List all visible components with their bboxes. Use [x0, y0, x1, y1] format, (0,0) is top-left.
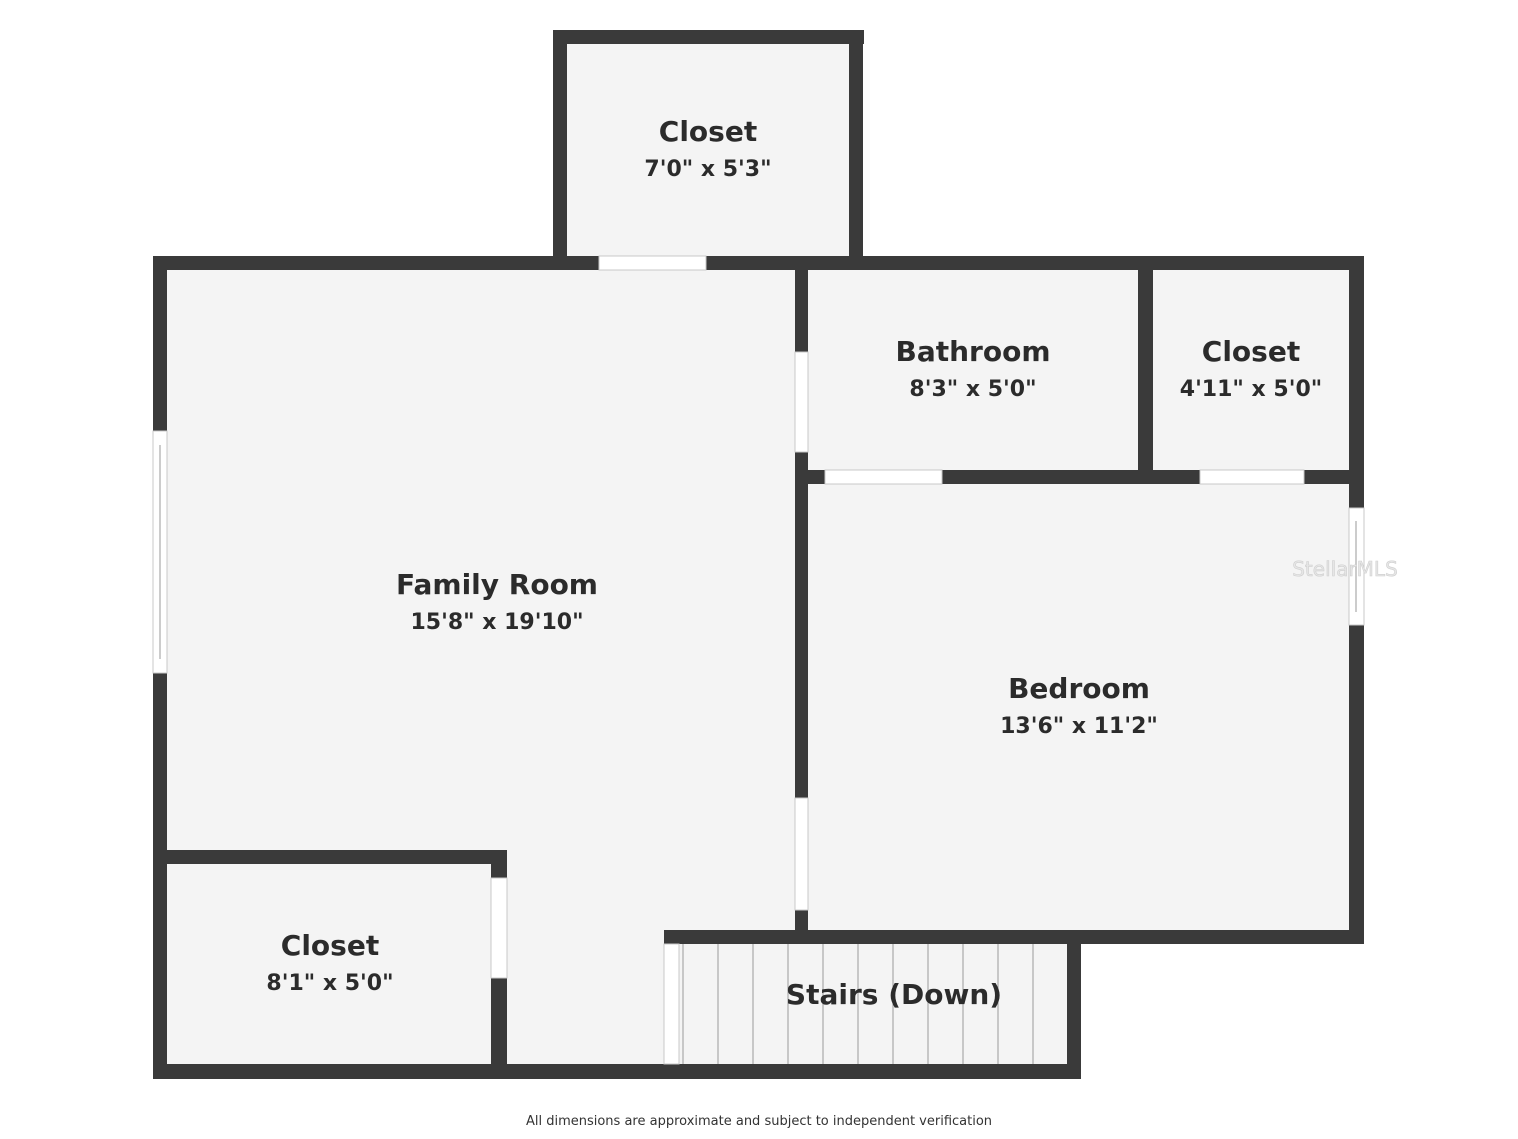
stairs-floor [679, 944, 1067, 1064]
bathroom-dims: 8'3" x 5'0" [909, 377, 1036, 402]
closet-right-floor [1153, 270, 1349, 470]
closet-top-floor [567, 44, 849, 262]
family-room-name: Family Room [396, 568, 598, 601]
wall [849, 30, 863, 270]
wall [1067, 930, 1081, 1079]
wall [153, 256, 1364, 270]
door-opening-closet-top [598, 255, 707, 271]
closet-top-dims: 7'0" x 5'3" [644, 157, 771, 182]
door-opening-bathroom [794, 351, 809, 453]
window-lines [159, 445, 1357, 659]
disclaimer: All dimensions are approximate and subje… [525, 1114, 993, 1129]
wall [664, 930, 1364, 944]
stair-opening [663, 943, 680, 1065]
closet-top-name: Closet [659, 115, 757, 148]
wall [153, 850, 507, 864]
bathroom-name: Bathroom [895, 335, 1050, 368]
door-opening-closet-bottom [490, 877, 508, 979]
floors [167, 44, 1349, 1066]
closet-bottom-dims: 8'1" x 5'0" [266, 971, 393, 996]
door-opening-bathroom-bedroom [824, 469, 943, 485]
closet-bottom-name: Closet [281, 929, 379, 962]
room-labels: Closet 7'0" x 5'3" Bathroom 8'3" x 5'0" … [266, 115, 1398, 1011]
closet-bottom-floor [167, 864, 491, 1064]
wall [553, 30, 567, 270]
bedroom-floor [808, 484, 1349, 930]
closet-right-dims: 4'11" x 5'0" [1180, 377, 1322, 402]
wall [553, 30, 864, 44]
wall [153, 1064, 1081, 1079]
wall [1138, 256, 1153, 484]
stairs-name: Stairs (Down) [786, 978, 1002, 1011]
door-opening-closet-right [1199, 469, 1305, 485]
bedroom-dims: 13'6" x 11'2" [1000, 714, 1158, 739]
closet-right-name: Closet [1202, 335, 1300, 368]
bedroom-name: Bedroom [1008, 672, 1150, 705]
family-room-dims: 15'8" x 19'10" [410, 610, 583, 635]
bathroom-floor [808, 270, 1138, 470]
stair-treads [682, 944, 1034, 1064]
door-opening-bedroom [794, 797, 809, 911]
watermark: StellarMLS [1292, 557, 1398, 581]
